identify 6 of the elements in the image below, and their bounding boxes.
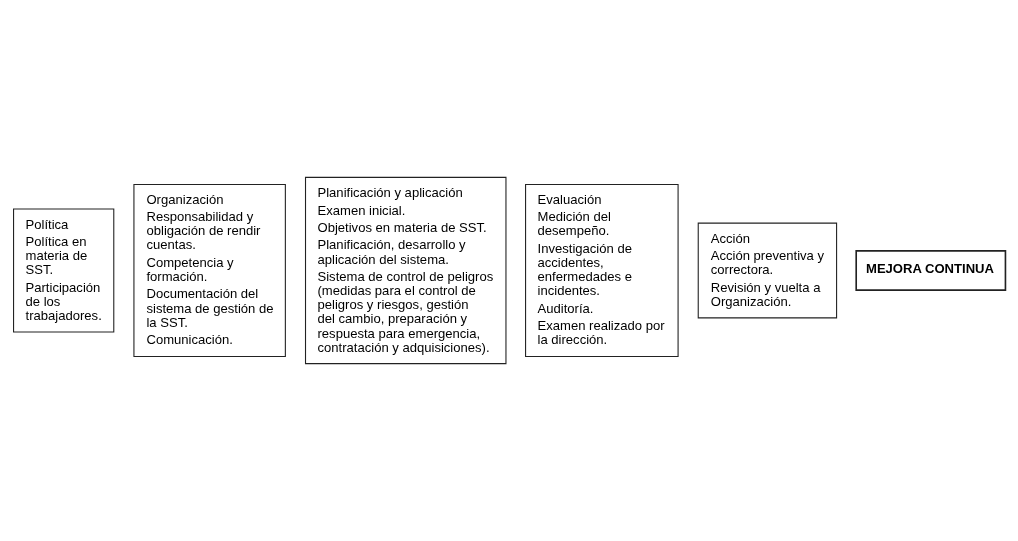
node-box: Planificación y aplicación Examen inicial. Objetivos en materia de SST. Planificación, desarrollo y aplicación del sistema. Sistema de control de peligros (medidas para el control de peligros y riesgos, gestión del cambio, preparación y respuesta para emergencia, contratación y adquisiciones).	[304, 176, 506, 365]
node-box: Política Política en materia de SST. Participación de los trabajadores.	[12, 208, 114, 333]
node-box: Acción Acción preventiva y correctora. Revisión y vuelta a Organización.	[697, 222, 837, 319]
node-box: Evaluación Medición del desempeño. Investigación de accidentes, enfermedades e incidentes. Auditoría. Examen realizado por la dirección.	[524, 183, 679, 358]
node-box: Organización Responsabilidad y obligación de rendir cuentas. Competencia y formación. Documentación del sistema de gestión de la SST. Comunicación.	[132, 183, 286, 358]
node-box: MEJORA CONTINUA	[854, 250, 1006, 291]
